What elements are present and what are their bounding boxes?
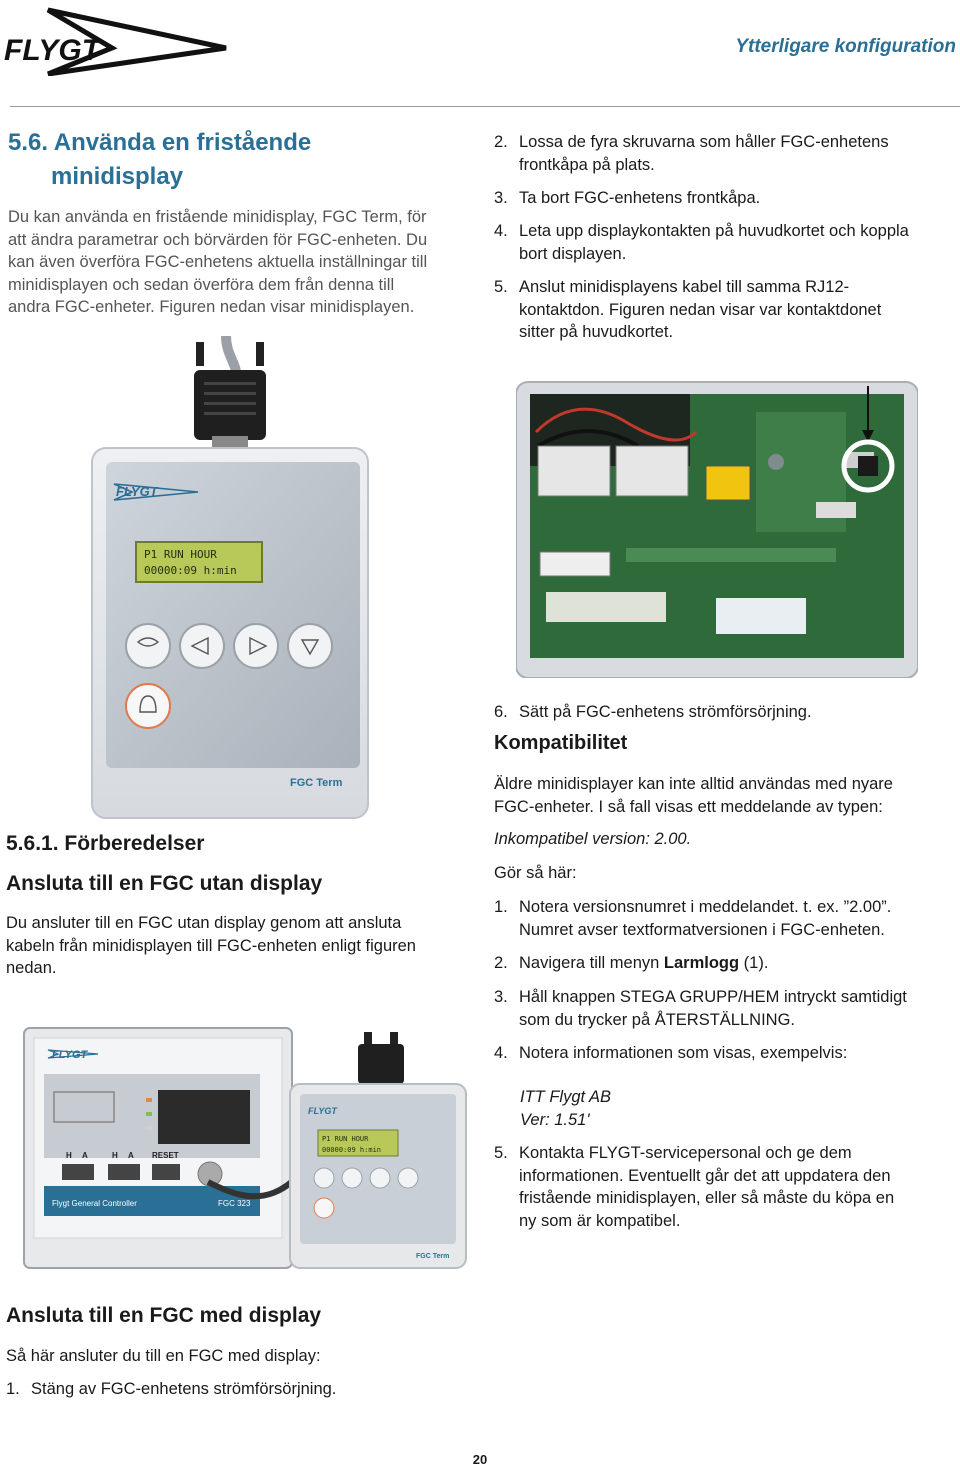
svg-text:FGC Term: FGC Term <box>416 1253 449 1260</box>
svg-text:P1 RUN HOUR: P1 RUN HOUR <box>322 1135 369 1143</box>
svg-text:FLYGT: FLYGT <box>4 34 103 67</box>
with-display-heading: Ansluta till en FGC med display <box>6 1304 322 1327</box>
compatibility-heading: Kompatibilitet <box>494 732 628 754</box>
svg-text:H: H <box>112 1151 118 1160</box>
compatibility-intro: Äldre minidisplayer kan inte alltid anvä… <box>494 775 893 816</box>
page-number: 20 <box>472 1452 488 1467</box>
controller-photo: FLYGT H A H A RESET Flygt General Contro… <box>23 1027 467 1269</box>
section-5-6-heading: 5.6. Använda en fristående minidisplay <box>8 129 312 190</box>
no-display-text: Du ansluter till en FGC utan display gen… <box>6 914 416 977</box>
svg-text:A: A <box>128 1151 134 1160</box>
no-display-subheading: Ansluta till en FGC utan display <box>6 872 323 895</box>
svg-text:H: H <box>66 1151 72 1160</box>
flygt-logo: FLYGT <box>4 7 227 76</box>
section-5-6-intro: Du kan använda en fristående minidisplay… <box>8 208 428 316</box>
example-info: ITT Flygt AB Ver: 1.51' <box>520 1088 612 1129</box>
how-to-label: Gör så här: <box>494 864 577 882</box>
svg-text:FGC 323: FGC 323 <box>218 1199 251 1208</box>
incompatible-message: Inkompatibel version: 2.00. <box>494 830 692 848</box>
svg-text:FLYGT: FLYGT <box>308 1106 338 1116</box>
svg-text:A: A <box>82 1151 88 1160</box>
svg-text:FGC Term: FGC Term <box>290 777 343 789</box>
header-title: Ytterligare konfiguration <box>735 36 956 57</box>
svg-text:00000:09 h:min: 00000:09 h:min <box>322 1146 381 1154</box>
svg-text:Flygt General Controller: Flygt General Controller <box>52 1199 137 1208</box>
section-5-6-1-heading: 5.6.1. Förberedelser <box>6 832 205 855</box>
svg-text:00000:09 h:min: 00000:09 h:min <box>144 564 237 577</box>
svg-text:P1 RUN HOUR: P1 RUN HOUR <box>144 548 217 561</box>
circuit-board-photo <box>516 381 918 678</box>
header-rule <box>10 106 960 107</box>
with-display-intro: Så här ansluter du till en FGC med displ… <box>6 1347 321 1365</box>
svg-text:RESET: RESET <box>152 1151 179 1160</box>
minidisplay-photo: FLYGT P1 RUN HOUR 00000:09 h:min FGC Ter… <box>91 336 369 819</box>
